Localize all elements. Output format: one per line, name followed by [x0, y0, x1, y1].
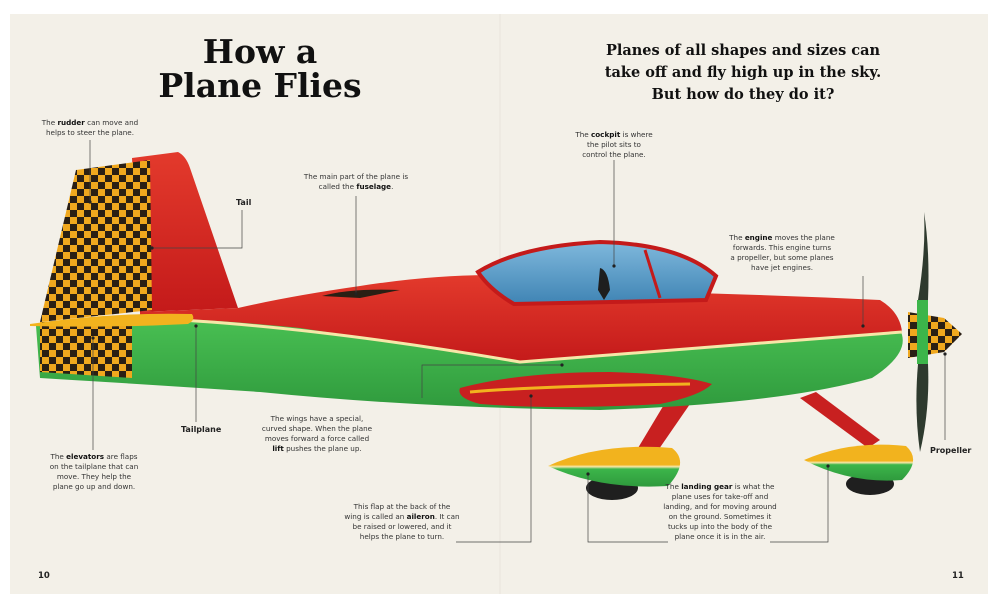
label-propeller: Propeller: [930, 446, 972, 455]
intro-line-2: take off and fly high up in the sky.: [604, 64, 882, 81]
rear-landing-gear: [548, 398, 690, 500]
page-number-left: 10: [38, 571, 50, 581]
cockpit-canopy: [475, 239, 719, 307]
fuselage-upper: [140, 275, 902, 362]
note-elevators: The elevators are flaps on the tailplane…: [49, 452, 139, 491]
intro-line-3: But how do they do it?: [651, 86, 835, 103]
wing: [459, 372, 712, 407]
engine-cowling: [908, 312, 962, 358]
tailplane: [30, 313, 194, 327]
note-rudder: The rudder can move and helps to steer t…: [41, 118, 139, 137]
leader-dots: [88, 200, 947, 476]
fuselage-accent: [322, 289, 400, 298]
propeller: [916, 212, 929, 452]
rudder: [40, 160, 152, 322]
note-fuselage: The main part of the plane is called the…: [303, 172, 409, 191]
title-line-2: Plane Flies: [158, 66, 362, 105]
note-engine: The engine moves the plane forwards. Thi…: [729, 233, 835, 272]
tail-fin: [132, 152, 238, 312]
tail-lower-checker: [40, 316, 132, 378]
label-tail: Tail: [236, 198, 252, 207]
note-wings: The wings have a special, curved shape. …: [261, 414, 373, 453]
note-cockpit: The cockpit is where the pilot sits to c…: [575, 130, 653, 159]
intro-line-1: Planes of all shapes and sizes can: [605, 42, 881, 59]
fuselage-stripe: [139, 316, 903, 364]
note-aileron: This flap at the back of the wing is cal…: [344, 502, 460, 541]
page-number-right: 11: [952, 571, 964, 581]
label-tailplane: Tailplane: [181, 425, 222, 434]
front-landing-gear: [800, 392, 914, 495]
leader-lines: [89, 140, 946, 543]
title-line-1: How a: [202, 32, 318, 71]
note-landing-gear: The landing gear is what the plane uses …: [663, 482, 777, 541]
